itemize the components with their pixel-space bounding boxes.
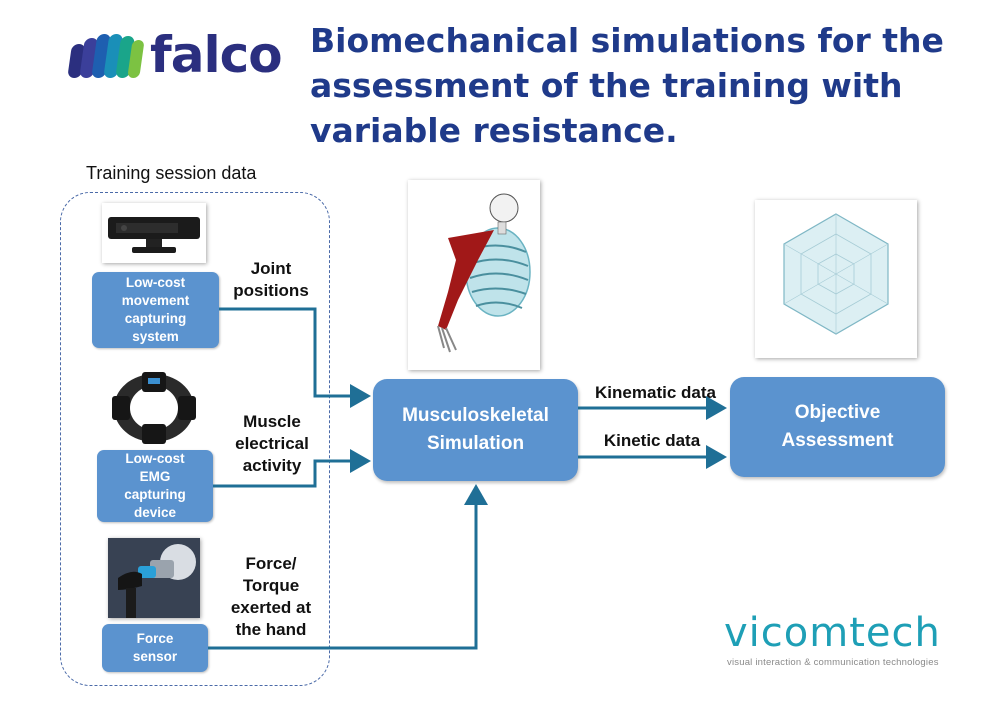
signal-line: Torque	[242, 576, 300, 595]
group-label: Training session data	[86, 163, 257, 183]
vicomtech-logo-text: vicomtech	[724, 610, 941, 656]
movement-capture-box: Low-cost movement capturing system	[92, 272, 219, 348]
signal-line: exerted at	[230, 598, 312, 617]
page-title: Biomechanical simulations for the assess…	[310, 21, 944, 150]
signal-line: electrical	[235, 434, 309, 453]
signal-line: positions	[233, 281, 309, 300]
assessment-line: Objective	[794, 402, 881, 423]
kinematic-data-label: Kinematic data	[595, 383, 716, 402]
simulation-box: Musculoskeletal Simulation	[373, 379, 578, 481]
movement-capture-line: Low-cost	[125, 275, 186, 290]
force-sensor-line: sensor	[132, 649, 178, 664]
force-sensor-box: Force sensor	[102, 624, 208, 672]
signal-line: the hand	[235, 620, 307, 639]
skeleton-model-image	[408, 180, 540, 370]
emg-device-box: Low-cost EMG capturing device	[97, 450, 213, 522]
joint-positions-arrow	[219, 307, 371, 408]
emg-armband-image	[108, 370, 200, 446]
depth-camera-image	[102, 203, 206, 263]
assessment-box: Objective Assessment	[730, 377, 945, 477]
falco-logo-mark	[68, 34, 144, 78]
signal-line: Muscle	[243, 412, 301, 431]
force-torque-label: Force/ Torque exerted at the hand	[224, 553, 318, 641]
muscle-activity-label: Muscle electrical activity	[222, 411, 322, 477]
emg-device-line: device	[133, 505, 177, 520]
emg-device-line: Low-cost	[125, 451, 185, 466]
signal-line: Force/	[245, 554, 297, 573]
force-torque-arrow	[208, 484, 488, 650]
emg-device-line: EMG	[139, 469, 171, 484]
joint-positions-label: Joint positions	[228, 258, 314, 302]
assessment-line: Assessment	[781, 430, 894, 451]
vicomtech-tagline: visual interaction & communication techn…	[727, 657, 939, 668]
robot-arm-hand-image	[108, 538, 200, 618]
simulation-line: Musculoskeletal	[402, 405, 549, 426]
movement-capture-line: system	[132, 329, 179, 344]
falco-logo-text: falco	[150, 26, 283, 84]
movement-capture-line: capturing	[124, 311, 187, 326]
movement-capture-line: movement	[121, 293, 190, 308]
simulation-line: Simulation	[426, 433, 525, 454]
signal-line: activity	[242, 456, 302, 475]
training-session-group	[60, 192, 330, 686]
radar-chart-image	[755, 200, 917, 358]
force-sensor-line: Force	[136, 631, 174, 646]
muscle-activity-arrow	[213, 449, 371, 488]
signal-line: Joint	[250, 259, 292, 278]
emg-device-line: capturing	[124, 487, 186, 502]
kinetic-data-label: Kinetic data	[603, 431, 701, 450]
